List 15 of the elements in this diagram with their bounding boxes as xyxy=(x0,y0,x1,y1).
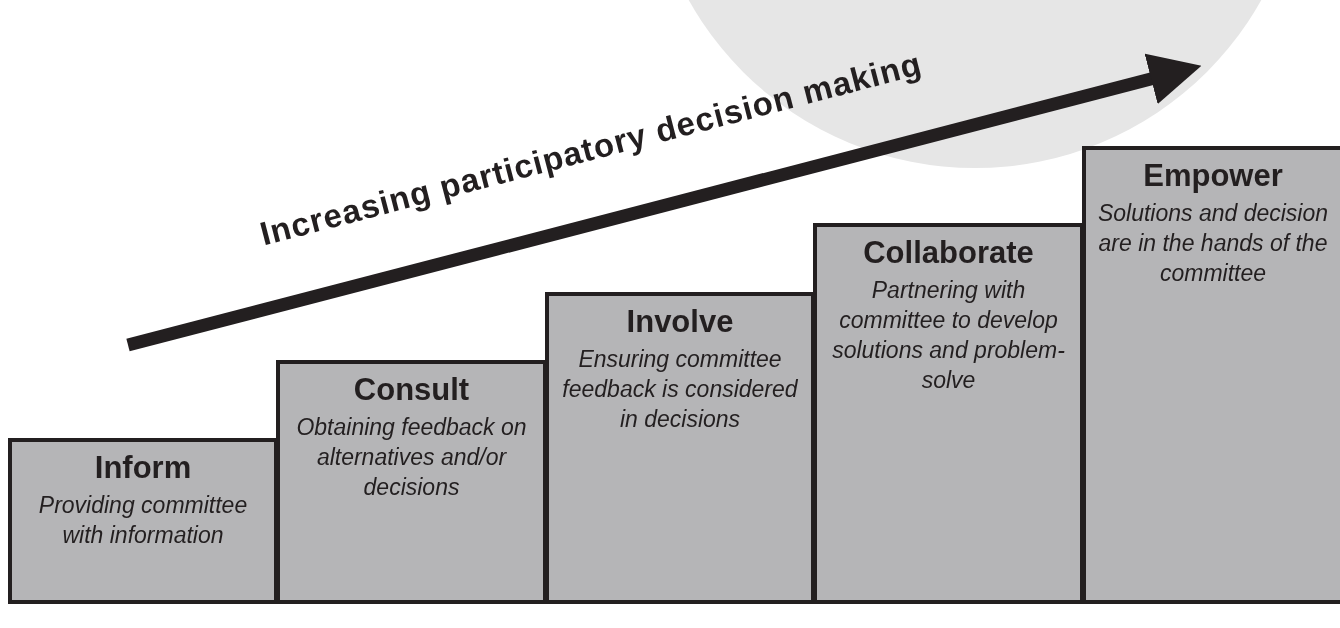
step-description: Solutions and decision are in the hands of the committee xyxy=(1096,199,1330,288)
step-heading: Inform xyxy=(93,450,193,486)
step-description: Ensuring committee feedback is considered in decisions xyxy=(561,345,799,434)
step-heading: Consult xyxy=(352,372,471,408)
step-box xyxy=(545,292,815,604)
step-heading: Collaborate xyxy=(862,235,1035,271)
step-heading: Empower xyxy=(1142,158,1284,194)
step-box xyxy=(1082,146,1340,604)
step-box xyxy=(813,223,1084,604)
step-box xyxy=(276,360,547,604)
step-description: Partnering with committee to develop solutions and problem-solve xyxy=(831,276,1066,395)
step-box xyxy=(8,438,278,604)
step-description: Providing committee with information xyxy=(37,491,249,550)
step-heading: Involve xyxy=(625,304,735,340)
step-description: Obtaining feedback on alternatives and/or decisions xyxy=(295,413,528,502)
